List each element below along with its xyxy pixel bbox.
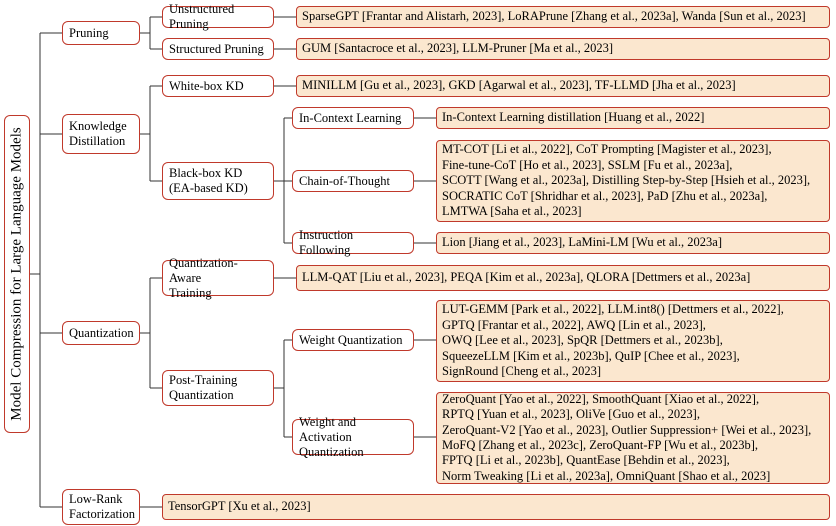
structured-pruning-leaf: GUM [Santacroce et al., 2023], LLM-Prune… <box>296 38 830 60</box>
wa-quantization-leaf: ZeroQuant [Yao et al., 2022], SmoothQuan… <box>436 392 830 484</box>
cot-node: Chain-of-Thought <box>292 170 414 192</box>
instruction-following-node: Instruction Following <box>292 228 414 257</box>
structured-pruning-node: Structured Pruning <box>162 38 274 60</box>
lowrank-label: Low-Rank Factorization <box>69 492 135 521</box>
qat-label: Quantization-Aware Training <box>169 255 238 300</box>
quantization-label: Quantization <box>69 325 134 340</box>
cot-label: Chain-of-Thought <box>299 173 390 188</box>
icl-node: In-Context Learning <box>292 107 414 129</box>
instruction-following-leaf: Lion [Jiang et al., 2023], LaMini-LM [Wu… <box>436 232 830 254</box>
qat-node: Quantization-Aware Training <box>162 256 274 300</box>
whitebox-kd-leaf: MINILLM [Gu et al., 2023], GKD [Agarwal … <box>296 75 830 97</box>
ptq-label: Post-Training Quantization <box>169 373 238 402</box>
whitebox-kd-label: White-box KD <box>169 78 244 93</box>
weight-quantization-label: Weight Quantization <box>299 332 403 347</box>
structured-pruning-label: Structured Pruning <box>169 41 264 56</box>
lowrank-leaf: TensorGPT [Xu et al., 2023] <box>162 494 830 520</box>
pruning-node: Pruning <box>62 21 140 45</box>
blackbox-kd-label: Black-box KD (EA-based KD) <box>169 166 248 195</box>
unstructured-pruning-leaf: SparseGPT [Frantar and Alistarh, 2023], … <box>296 6 830 28</box>
wa-quantization-label: Weight and Activation Quantization <box>299 414 364 459</box>
qat-leaf: LLM-QAT [Liu et al., 2023], PEQA [Kim et… <box>296 265 830 291</box>
icl-leaf: In-Context Learning distillation [Huang … <box>436 107 830 129</box>
unstructured-pruning-node: Unstructured Pruning <box>162 2 274 31</box>
root-label: Model Compression for Large Language Mod… <box>8 127 25 421</box>
kd-node: Knowledge Distillation <box>62 114 140 154</box>
weight-quantization-leaf: LUT-GEMM [Park et al., 2022], LLM.int8()… <box>436 300 830 382</box>
lowrank-node: Low-Rank Factorization <box>62 489 140 525</box>
instruction-following-label: Instruction Following <box>299 228 354 257</box>
icl-label: In-Context Learning <box>299 110 402 125</box>
ptq-node: Post-Training Quantization <box>162 370 274 406</box>
pruning-label: Pruning <box>69 25 109 40</box>
root-node: Model Compression for Large Language Mod… <box>4 115 30 433</box>
cot-leaf: MT-COT [Li et al., 2022], CoT Prompting … <box>436 140 830 222</box>
wa-quantization-node: Weight and Activation Quantization <box>292 415 414 459</box>
weight-quantization-node: Weight Quantization <box>292 329 414 351</box>
whitebox-kd-node: White-box KD <box>162 75 274 97</box>
kd-label: Knowledge Distillation <box>69 119 127 148</box>
blackbox-kd-node: Black-box KD (EA-based KD) <box>162 162 274 200</box>
unstructured-pruning-label: Unstructured Pruning <box>169 2 235 31</box>
quantization-node: Quantization <box>62 321 140 345</box>
